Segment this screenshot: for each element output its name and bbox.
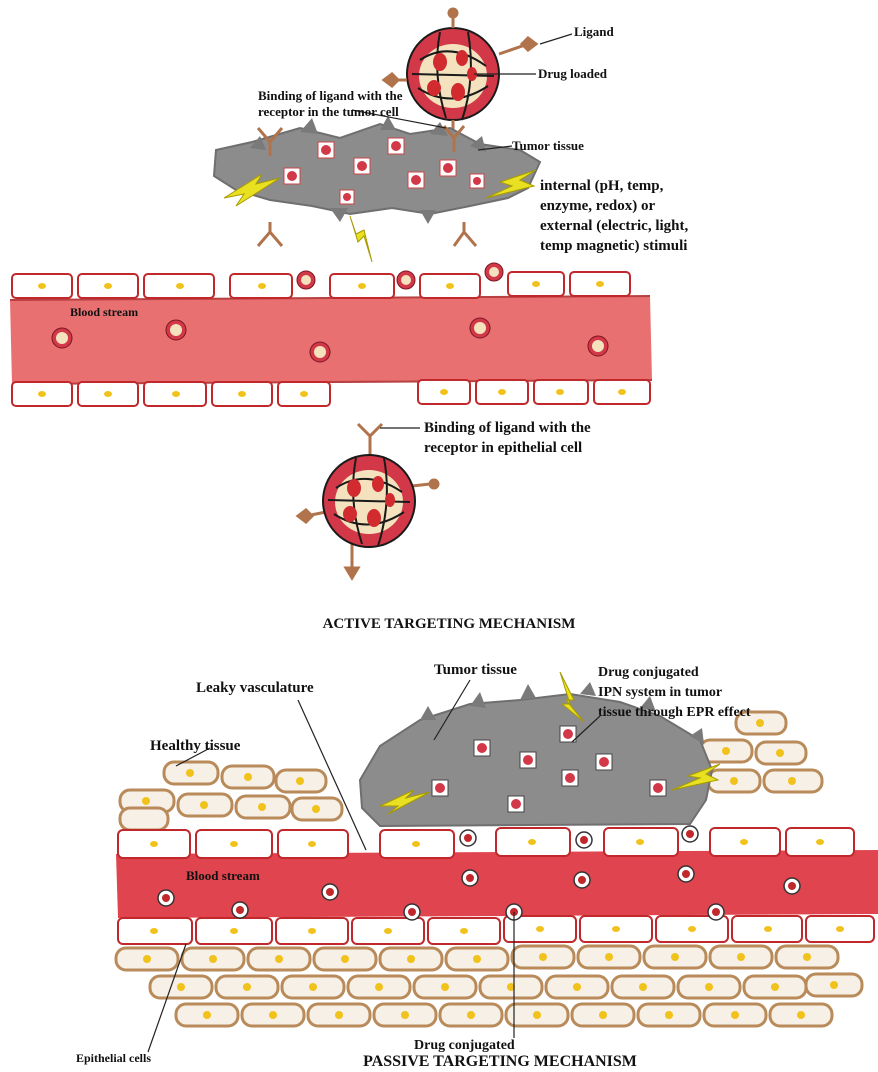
label-drug-loaded: Drug loaded: [538, 66, 608, 81]
active-panel: Ligand Drug loaded Binding of ligand wit…: [10, 9, 689, 632]
label-stimuli-line1: internal (pH, temp,: [540, 178, 664, 194]
label-tumor-tissue-passive: Tumor tissue: [434, 662, 517, 678]
label-drug-conjugated: Drug conjugated: [414, 1038, 515, 1053]
label-drug-ipn-line2: IPN system in tumor: [598, 685, 722, 700]
label-stimuli-line4: temp magnetic) stimuli: [540, 238, 687, 254]
label-epithelial-cells: Epithelial cells: [76, 1051, 151, 1065]
label-tumor-tissue-active: Tumor tissue: [512, 138, 584, 153]
label-healthy-tissue: Healthy tissue: [150, 738, 241, 754]
label-blood-stream-passive: Blood stream: [186, 868, 260, 883]
label-binding-epithelial-line2: receptor in epithelial cell: [424, 440, 582, 456]
label-ligand: Ligand: [574, 24, 615, 39]
label-stimuli-line2: enzyme, redox) or: [540, 198, 655, 214]
label-stimuli-line3: external (electric, light,: [540, 218, 689, 234]
tumor-tissue-passive: [360, 682, 712, 826]
blood-vessel-passive: [116, 850, 878, 918]
label-drug-ipn-line1: Drug conjugated: [598, 665, 699, 680]
label-binding-epithelial-line1: Binding of ligand with the: [424, 420, 591, 436]
label-leaky-vasculature: Leaky vasculature: [196, 680, 314, 696]
label-drug-ipn-line3: tissue through EPR effect: [598, 705, 751, 720]
label-blood-stream-active: Blood stream: [70, 305, 138, 319]
caption-active: ACTIVE TARGETING MECHANISM: [323, 616, 576, 632]
drug-loaded-nanoparticle-top: [384, 9, 536, 130]
caption-passive: PASSIVE TARGETING MECHANISM: [363, 1053, 637, 1070]
healthy-tissue-left: [120, 762, 342, 830]
label-binding-tumor-line1: Binding of ligand with the: [258, 88, 403, 103]
epithelial-cells: [116, 946, 862, 1026]
passive-panel: Leaky vasculature Tumor tissue Drug conj…: [76, 662, 878, 1070]
drug-loaded-nanoparticle-bottom: [298, 424, 438, 578]
label-binding-tumor-line2: receptor in the tumor cell: [258, 104, 399, 119]
